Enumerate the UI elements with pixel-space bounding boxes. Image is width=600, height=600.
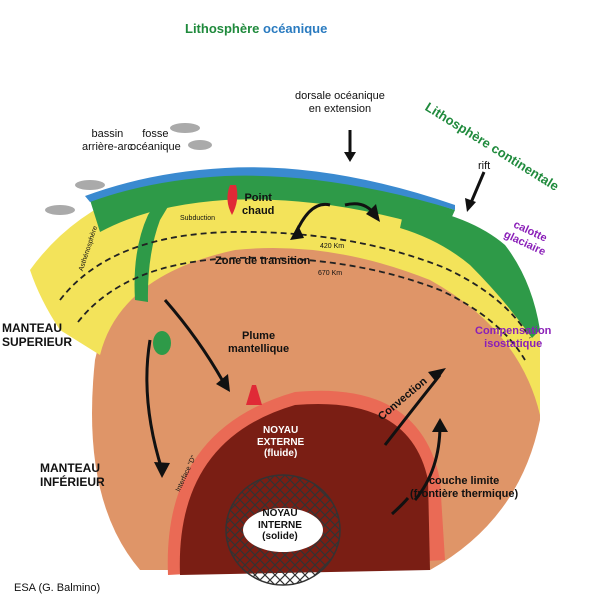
label-point-chaud: Point chaud xyxy=(242,192,275,217)
inner-core-label-bg xyxy=(243,508,323,552)
title-oceanic-part1: Lithosphère xyxy=(185,21,260,36)
oceanic-lithosphere xyxy=(90,174,455,232)
label-fosse: fosse océanique xyxy=(130,128,181,153)
convection-arrows xyxy=(145,130,486,516)
label-credit: ESA (G. Balmino) xyxy=(14,582,101,594)
ocean-layer xyxy=(85,167,455,210)
label-420km: 420 Km xyxy=(320,243,345,250)
label-plume: Plume mantellique xyxy=(228,330,290,355)
mantle-plume xyxy=(246,385,262,405)
boundary-670km xyxy=(77,256,526,361)
continental-lithosphere xyxy=(400,205,540,338)
label-zone-transition: Zone de transition xyxy=(215,255,311,267)
hotspot-plume xyxy=(227,185,238,215)
label-670km: 670 Km xyxy=(318,270,343,277)
title-oceanic-part2: océanique xyxy=(263,21,328,36)
label-noyau-externe: NOYAU EXTERNE (fluide) xyxy=(257,425,305,459)
label-dorsale: dorsale océanique en extension xyxy=(295,90,385,115)
cloud-icon xyxy=(45,123,212,215)
label-manteau-inferieur: MANTEAU INFÉRIEUR xyxy=(40,461,105,489)
boundary-420km xyxy=(59,231,531,339)
plume-blob xyxy=(153,331,171,355)
label-manteau-superieur: MANTEAU SUPERIEUR xyxy=(2,321,73,349)
label-bassin: bassin arrière-arc xyxy=(82,128,133,153)
label-subduction: Subduction xyxy=(180,215,216,222)
label-compensation: Compensation isostatique xyxy=(475,325,552,350)
title-lithosphere-oceanic: Lithosphère océanique xyxy=(185,21,328,37)
label-noyau-interne: NOYAU INTERNE (solide) xyxy=(258,508,302,542)
label-couche-limite: couche limite (frontière thermique) xyxy=(410,475,519,500)
label-rift: rift xyxy=(478,160,491,172)
arrow-heads xyxy=(154,152,476,478)
